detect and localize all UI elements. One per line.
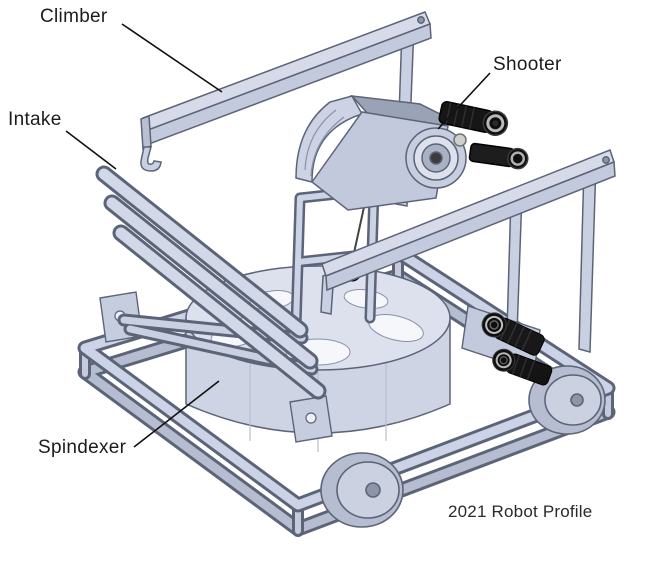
intake-assembly: [95, 165, 333, 443]
intake-tubes: [95, 165, 327, 400]
drive-motor-cluster: [461, 305, 553, 386]
drive-motor-top: [481, 312, 545, 356]
shooter-assembly: [295, 95, 529, 211]
shooter-motor-top: [438, 101, 509, 136]
shooter-label: Shooter: [493, 54, 562, 75]
right-wheel: [528, 365, 606, 435]
diagram-caption: 2021 Robot Profile: [448, 502, 593, 521]
shooter-hood: [295, 95, 364, 183]
climber-right-beam: [320, 149, 616, 353]
drive-motor-bottom: [492, 348, 553, 386]
intake-leader-line: [65, 130, 117, 170]
intake-label: Intake: [8, 109, 62, 130]
leader-lines: [65, 23, 491, 448]
climber-label: Climber: [40, 6, 108, 27]
climber-hook: [140, 146, 162, 172]
spindexer-leader-line: [133, 380, 220, 448]
shooter-motor-bottom: [468, 142, 529, 170]
shooter-leader-line: [437, 72, 491, 130]
climber-post-far-right: [578, 160, 597, 353]
front-wheel: [320, 452, 404, 528]
spindexer-label: Spindexer: [38, 437, 127, 458]
climber-leader-line: [121, 23, 223, 93]
shooter-flywheel: [405, 127, 467, 189]
